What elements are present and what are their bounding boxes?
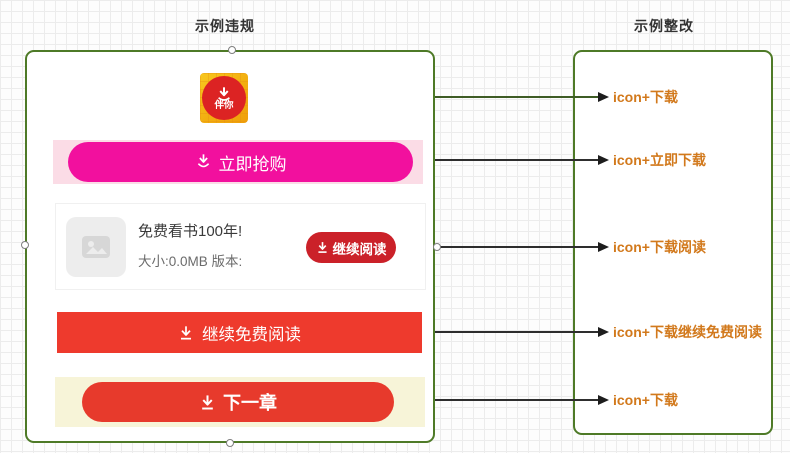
selection-handle-top[interactable] — [228, 46, 236, 54]
next-chapter-label: 下一章 — [223, 393, 277, 413]
arrow-shaft — [435, 399, 598, 401]
arrowhead-icon — [598, 395, 609, 405]
continue-reading-label: 继续阅读 — [332, 241, 387, 257]
violation-panel: 伴你 立即抢购 免费看书100年! 大小:0.0MB 版本: — [25, 50, 435, 443]
connector-arrow-3 — [435, 242, 609, 252]
continue-free-reading-label: 继续免费阅读 — [202, 325, 301, 344]
download-icon — [317, 242, 327, 253]
arrowhead-icon — [598, 155, 609, 165]
arrow-shaft — [435, 331, 598, 333]
download-icon — [202, 394, 213, 410]
violation-panel-title: 示例违规 — [195, 18, 255, 34]
selection-handle-left[interactable] — [21, 241, 29, 249]
rectification-panel-title: 示例整改 — [634, 18, 694, 34]
card-title: 免费看书100年! — [138, 223, 243, 240]
fix-label-download-continue-free-read: icon+下载继续免费阅读 — [613, 324, 762, 340]
arrowhead-icon — [598, 92, 609, 102]
card-meta: 大小:0.0MB 版本: — [138, 254, 243, 269]
selection-handle-right[interactable] — [433, 243, 441, 251]
arrow-shaft — [435, 246, 598, 248]
buy-now-button[interactable]: 立即抢购 — [68, 142, 413, 182]
continue-free-reading-button[interactable]: 继续免费阅读 — [57, 312, 422, 353]
arrowhead-icon — [598, 327, 609, 337]
download-arrow-icon — [218, 86, 230, 101]
app-icon[interactable]: 伴你 — [200, 73, 248, 123]
app-card: 免费看书100年! 大小:0.0MB 版本: 继续阅读 — [55, 203, 426, 290]
buy-banner: 立即抢购 — [53, 140, 423, 184]
selection-handle-bottom[interactable] — [226, 439, 234, 447]
connector-arrow-2 — [435, 155, 609, 165]
fix-label-download-2: icon+下载 — [613, 392, 678, 408]
download-icon — [181, 325, 191, 340]
arrow-shaft — [435, 96, 598, 98]
arrowhead-icon — [598, 242, 609, 252]
continue-reading-button[interactable]: 继续阅读 — [306, 232, 396, 263]
connector-arrow-5 — [435, 395, 609, 405]
picture-icon — [82, 236, 110, 258]
next-chapter-banner: 下一章 — [55, 377, 425, 427]
next-chapter-button[interactable]: 下一章 — [82, 382, 394, 422]
connector-arrow-1 — [435, 92, 609, 102]
arrow-shaft — [435, 159, 598, 161]
download-outline-icon — [197, 154, 209, 168]
fix-label-download-read: icon+下载阅读 — [613, 239, 706, 255]
connector-arrow-4 — [435, 327, 609, 337]
image-placeholder — [66, 217, 126, 277]
app-icon-label: 伴你 — [214, 99, 234, 111]
fix-label-download: icon+下载 — [613, 89, 678, 105]
buy-now-label: 立即抢购 — [218, 154, 287, 174]
download-circle-icon: 伴你 — [202, 76, 246, 120]
fix-label-download-now: icon+立即下载 — [613, 152, 706, 168]
